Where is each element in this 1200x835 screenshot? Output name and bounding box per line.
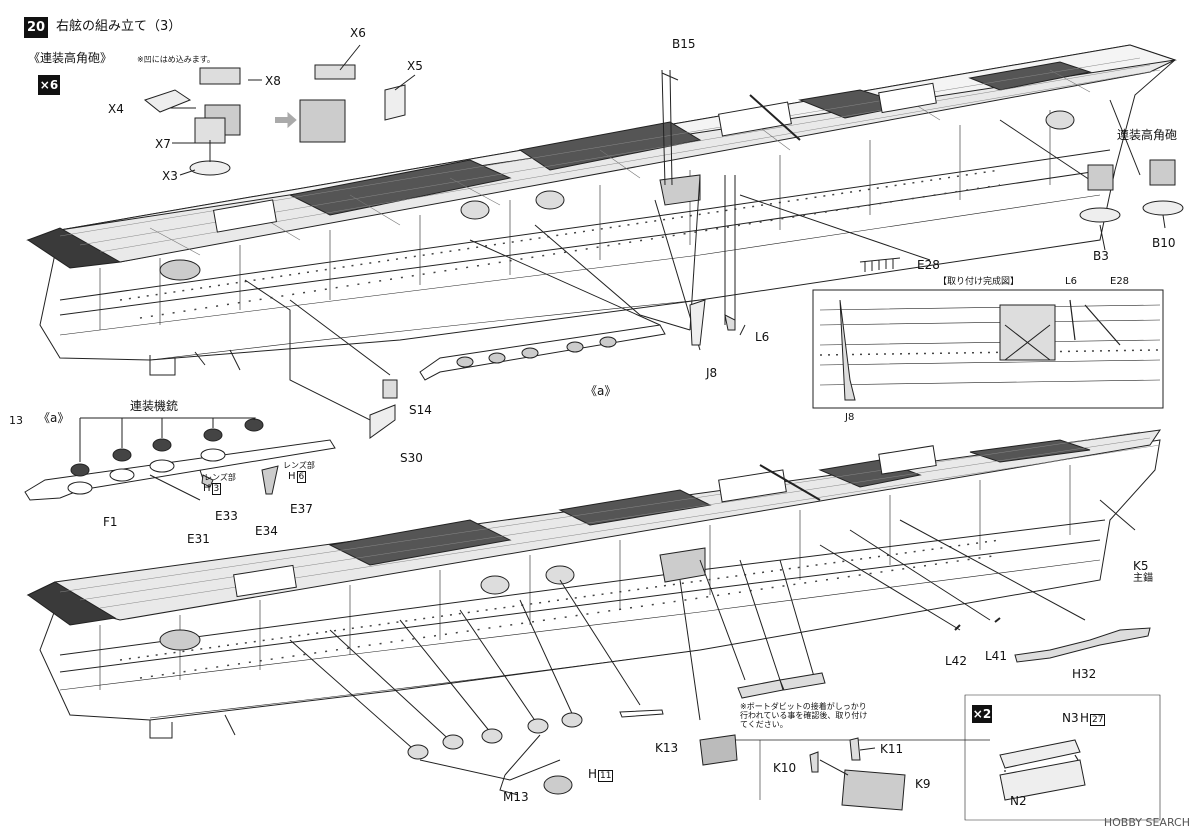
part-e28: E28 [917, 258, 940, 272]
gun-subassembly-note: ※凹にはめ込みます。 [137, 55, 215, 64]
part-x4: X4 [108, 102, 124, 116]
part-e37: E37 [290, 502, 313, 516]
page-number: 13 [9, 414, 23, 427]
watermark: HOBBY SEARCH [1103, 816, 1190, 829]
part-j8: J8 [706, 366, 718, 380]
part-e33: E33 [215, 509, 238, 523]
boat-multiplier: ×2 [972, 705, 992, 723]
gun-multiplier: ×6 [38, 75, 60, 95]
bottom-ship-hull [26, 429, 1162, 739]
top-ship-hull [26, 44, 1177, 376]
part-s30: S30 [400, 451, 423, 465]
install-part-j8: J8 [845, 412, 855, 423]
part-k9: K9 [915, 777, 931, 791]
part-x5: X5 [407, 59, 423, 73]
boat-note: ※ボートダビットの接着がしっかり行われている事を確認後、取り付けてください。 [740, 702, 868, 729]
step-number: 20 [24, 17, 48, 38]
part-n2: N2 [1010, 794, 1027, 808]
part-x8: X8 [265, 74, 281, 88]
part-l41: L41 [985, 649, 1007, 663]
part-m13: M13 [503, 790, 529, 804]
gun-subassembly-heading: 《連装高角砲》 [28, 51, 113, 65]
part-e31: E31 [187, 532, 210, 546]
side-gun-title: 連装高角砲 [1117, 128, 1178, 142]
lens-note-1: レンズ部 [204, 473, 236, 482]
step-title: 右舷の組み立て（3） [56, 19, 182, 34]
part-l6: L6 [755, 330, 770, 344]
install-part-l6: L6 [1065, 276, 1077, 287]
main-anchor-note: 主錨 [1133, 573, 1153, 584]
part-f1: F1 [103, 515, 118, 529]
part-e34: E34 [255, 524, 278, 538]
group-a-title: 連装機銃 [130, 399, 179, 413]
part-k13: K13 [655, 741, 679, 755]
part-n3: N3 [1062, 711, 1079, 725]
part-l42: L42 [945, 654, 967, 668]
part-x6: X6 [350, 26, 366, 40]
gun-subassembly-art [143, 64, 406, 176]
part-x3: X3 [162, 169, 178, 183]
install-part-e28: E28 [1110, 276, 1130, 287]
part-k5: K5 [1133, 559, 1149, 573]
part-k11: K11 [880, 742, 904, 756]
group-a-marker: 《a》 [38, 411, 70, 425]
part-b15: B15 [672, 37, 696, 51]
lens-note-2: レンズ部 [283, 461, 315, 470]
part-b10: B10 [1152, 236, 1176, 250]
install-view-title: 【取り付け完成図】 [938, 277, 1020, 287]
part-k10: K10 [773, 761, 797, 775]
part-b3: B3 [1093, 249, 1109, 263]
part-s14: S14 [409, 403, 432, 417]
group-a-marker-top: 《a》 [585, 384, 617, 398]
part-x7: X7 [155, 137, 171, 151]
part-h32: H32 [1072, 667, 1097, 681]
